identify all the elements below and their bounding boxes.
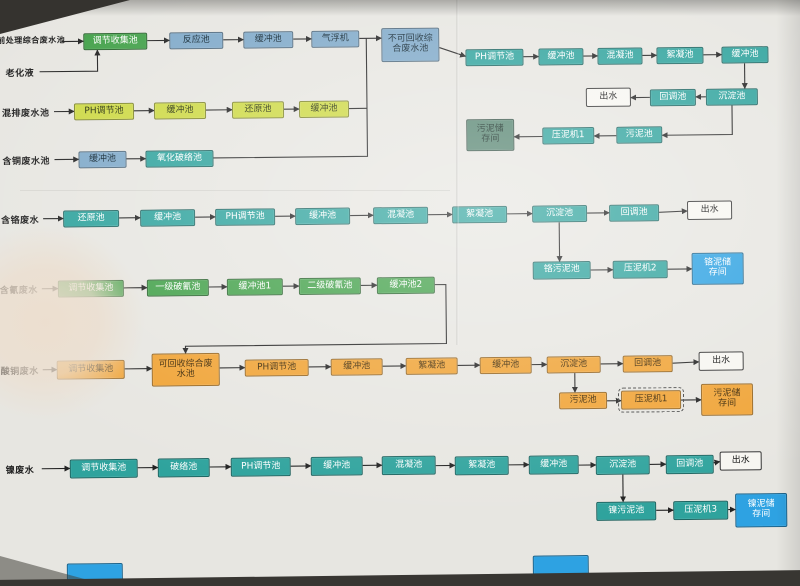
flocculation-tank-cu: 絮凝池 [405, 357, 458, 375]
sedimentation-tank-main: 沉淀池 [705, 88, 758, 106]
label-aging-liquid: 老化液 [5, 68, 35, 80]
ph-tank-cu: PH调节池 [244, 358, 309, 377]
flocculation-tank-main: 絮凝池 [656, 46, 704, 65]
flocculation-tank-cr: 絮凝池 [452, 205, 508, 224]
flow-arrow [661, 105, 733, 139]
label-mixed-wastewater: 混排废水池 [1, 108, 50, 120]
partial-box-1 [66, 562, 124, 586]
recyclable-mixed-tank: 可回收综合废 水池 [151, 352, 220, 387]
collect-tank-ni: 调节收集池 [69, 458, 138, 479]
ph-tank-cr: PH调节池 [215, 208, 276, 226]
sludge-storage-cu: 污泥储 存间 [700, 383, 754, 416]
sludge-press-1-main: 压泥机1 [542, 126, 595, 145]
collect-tank-pre: 调节收集池 [83, 32, 148, 51]
readjust-tank-main: 回调池 [649, 88, 696, 107]
buffer-tank-copper: 缓冲池 [78, 150, 127, 169]
sludge-press-3: 压泥机3 [673, 500, 729, 521]
ni-sludge-storage: 镍泥储 存间 [735, 492, 788, 528]
cyanide-break-tank-1: 一级破氰池 [146, 279, 209, 297]
sludge-tank-cu: 污泥池 [558, 391, 608, 410]
reduction-tank-mixed: 还原池 [231, 101, 285, 119]
buffer-tank-main-2: 缓冲池 [721, 46, 769, 64]
sludge-press-2: 压泥机2 [612, 260, 668, 279]
non-recyclable-mixed-tank: 不可回收综 合废水池 [381, 27, 440, 63]
collect-tank-cn: 调节收集池 [57, 279, 124, 298]
buffer-tank-ni-1: 缓冲池 [310, 456, 363, 476]
buffer-tank-cr-1: 缓冲池 [140, 209, 196, 227]
flow-arrow [672, 359, 700, 366]
label-pretreat-wastewater: 前处理综合废水池 [0, 35, 66, 46]
buffer-tank-cn-1: 缓冲池1 [226, 278, 283, 296]
label-chromium-wastewater: 含铬废水 [1, 215, 40, 227]
sludge-press-1-cu: 压泥机1 [617, 386, 685, 414]
sludge-storage-main: 污泥储 存间 [466, 118, 515, 152]
flow-arrow [439, 47, 467, 58]
buffer-tank-mixed-2: 缓冲池 [298, 100, 350, 119]
readjust-tank-cr: 回调池 [609, 204, 660, 222]
partial-box-2 [532, 555, 589, 582]
reduction-tank-cr: 还原池 [63, 209, 120, 228]
buffer-tank-cn-2: 缓冲池2 [376, 276, 435, 295]
outlet-cu: 出水 [698, 351, 744, 371]
label-cyanide-wastewater: 含氰废水 [0, 285, 38, 297]
label-acid-copper-wastewater: 酸铜废水 [0, 366, 39, 378]
buffer-tank-cr-2: 缓冲池 [295, 207, 351, 226]
sedimentation-tank-cu: 沉淀池 [546, 355, 601, 374]
readjust-tank-ni: 回调池 [665, 454, 714, 475]
sedimentation-tank-ni: 沉淀池 [595, 455, 650, 475]
flow-arrow [659, 208, 688, 215]
reaction-tank: 反应池 [169, 31, 224, 50]
coagulation-tank-ni: 混凝池 [381, 455, 436, 476]
flow-arrow [182, 283, 448, 355]
cr-sludge-tank: 铬污泥池 [532, 261, 591, 280]
buffer-tank-main-1: 缓冲池 [538, 48, 584, 66]
decomplex-tank-ni: 破络池 [157, 458, 210, 478]
ni-sludge-tank: 镍污泥池 [596, 501, 657, 521]
buffer-tank-ni-2: 缓冲池 [528, 455, 579, 475]
flow-arrow [39, 49, 101, 73]
ph-tank-mixed: PH调节池 [73, 102, 135, 121]
cr-sludge-storage: 铬泥储 存间 [691, 252, 744, 285]
outlet-cr: 出水 [686, 200, 733, 220]
coagulation-tank-cr: 混凝池 [373, 206, 429, 225]
air-flotation: 气浮机 [311, 30, 360, 48]
label-nickel-wastewater: 镍废水 [5, 465, 35, 477]
flocculation-tank-ni: 絮凝池 [454, 455, 509, 476]
buffer-tank-cu-1: 缓冲池 [330, 358, 383, 376]
oxidation-decomplex-tank: 氧化破络池 [145, 149, 214, 168]
sedimentation-tank-cr: 沉淀池 [532, 205, 588, 223]
sludge-tank-main: 污泥池 [616, 126, 663, 144]
ph-tank-ni: PH调节池 [230, 457, 291, 477]
buffer-tank-pre-1: 缓冲池 [243, 31, 294, 49]
buffer-tank-cu-2: 缓冲池 [479, 356, 532, 375]
buffer-tank-mixed-1: 缓冲池 [153, 102, 207, 120]
label-copper-wastewater: 含铜废水池 [2, 156, 51, 168]
coagulation-tank-main: 混凝池 [597, 47, 643, 65]
flow-arrow [213, 38, 369, 159]
ph-tank-main: PH调节池 [465, 48, 524, 67]
outlet-main: 出水 [585, 87, 631, 108]
collect-tank-cu: 调节收集池 [56, 359, 125, 380]
cyanide-break-tank-2: 二级破氰池 [298, 277, 361, 296]
readjust-tank-cu: 回调池 [622, 355, 673, 373]
flow-arrow [713, 459, 721, 466]
outlet-ni: 出水 [719, 451, 762, 471]
